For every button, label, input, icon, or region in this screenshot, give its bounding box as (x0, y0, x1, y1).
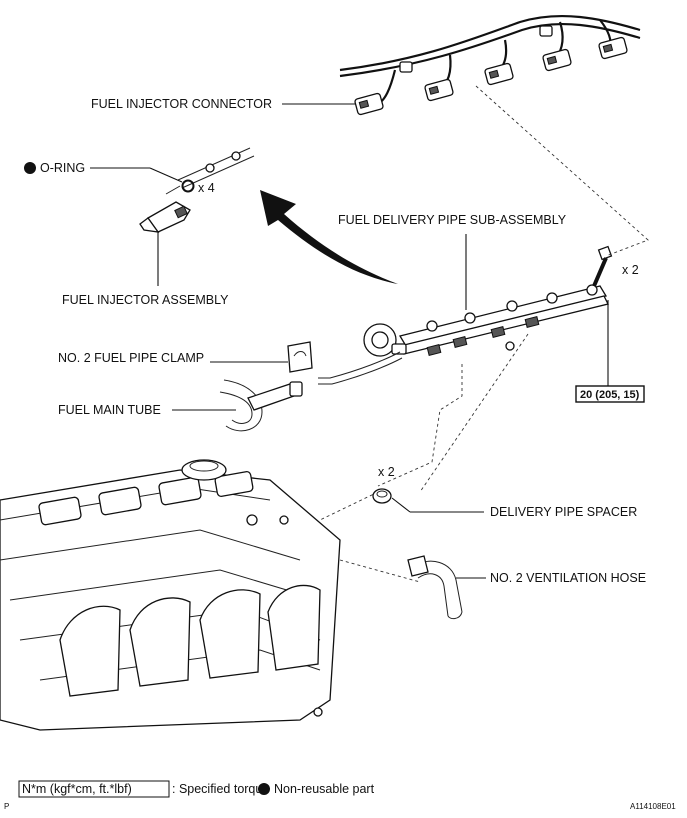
label-ventilation-hose: NO. 2 VENTILATION HOSE (490, 571, 646, 585)
fuel-injector-connectors (354, 36, 628, 116)
legend-torque-unit: N*m (kgf*cm, ft.*lbf) (22, 782, 132, 796)
oil-filler-cap (181, 459, 227, 481)
ventilation-hose-part (407, 555, 463, 620)
label-fuel-injector-assembly: FUEL INJECTOR ASSEMBLY (62, 293, 229, 307)
legend-non-reusable-desc: Non-reusable part (274, 782, 375, 796)
intake-runners (59, 584, 321, 697)
label-fuel-main-tube: FUEL MAIN TUBE (58, 403, 161, 417)
injector-connector (542, 48, 572, 72)
fuel-pipe-clamp-part (287, 341, 313, 373)
injector-connector (424, 78, 454, 102)
footer-figure-id: A114108E01 (630, 802, 676, 811)
label-o-ring: O-RING (40, 161, 85, 175)
label-fuel-injector-connector: FUEL INJECTOR CONNECTOR (91, 97, 272, 111)
non-reusable-mark (24, 162, 36, 174)
torque-box (575, 385, 645, 403)
torque-value: 20 (205, 15) (580, 389, 640, 401)
harness-clip (399, 61, 413, 73)
label-o-ring-qty: x 4 (198, 181, 215, 195)
label-delivery-pipe-spacer: DELIVERY PIPE SPACER (490, 505, 637, 519)
leader-line (391, 497, 411, 513)
delivery-pipe-detail (177, 147, 255, 189)
injector-connector (598, 36, 628, 60)
o-ring-part (181, 179, 195, 193)
injector-connector (354, 92, 384, 116)
direction-arrow-icon (260, 190, 398, 284)
fuel-main-tube-part (219, 379, 303, 432)
legend-non-reusable-icon (258, 783, 270, 795)
label-fuel-pipe-clamp: NO. 2 FUEL PIPE CLAMP (58, 351, 204, 365)
injector-connector (484, 62, 514, 86)
label-bolt-qty: x 2 (622, 263, 639, 277)
bolt-part (592, 245, 613, 287)
harness-clip (539, 25, 553, 37)
leader-line (149, 167, 183, 183)
legend-torque-box (18, 780, 170, 798)
label-fuel-delivery-pipe: FUEL DELIVERY PIPE SUB-ASSEMBLY (338, 213, 567, 227)
legend: N*m (kgf*cm, ft.*lbf) : Specified torque… (18, 780, 375, 798)
fuel-delivery-pipe-part (318, 284, 609, 385)
alignment-lines (319, 85, 649, 583)
legend-torque-desc: : Specified torque (172, 782, 269, 796)
label-spacer-qty: x 2 (378, 465, 395, 479)
delivery-pipe-spacer-part (372, 488, 392, 504)
ignition-coil (38, 471, 254, 526)
footer-left-mark: P (4, 802, 9, 811)
engine-block (0, 459, 341, 731)
fuel-injector-part (139, 185, 191, 233)
wire-harness (339, 14, 641, 105)
